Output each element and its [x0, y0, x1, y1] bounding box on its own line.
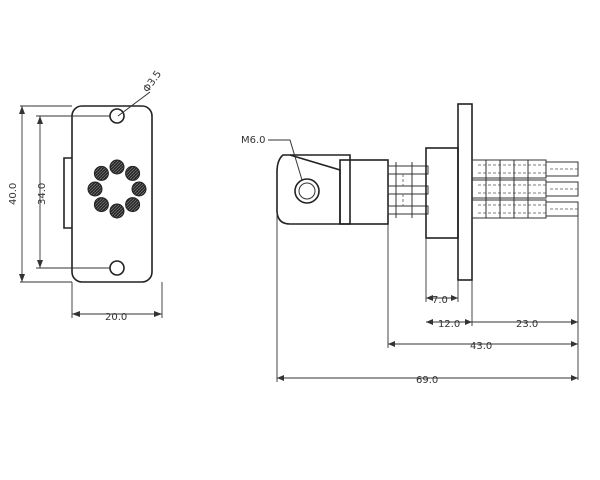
arrow-40-top	[19, 106, 25, 114]
arrow-43-left	[388, 341, 395, 347]
arrow-7-left	[426, 295, 433, 301]
length-43-label: 43.0	[470, 341, 492, 352]
thread-hole-inner	[298, 182, 316, 200]
pin-8	[93, 165, 109, 181]
hole-diameter-label: Φ3.5	[141, 69, 164, 95]
connector-body	[339, 159, 389, 225]
thread-hole-outer	[294, 178, 320, 204]
thread-leader-line	[268, 139, 303, 181]
width-20-label: 20.0	[105, 312, 127, 323]
arrow-23-right	[571, 319, 578, 325]
pin-3	[131, 181, 147, 197]
height-34-label: 34.0	[37, 183, 48, 205]
rear-terminals	[387, 162, 429, 218]
height-40-label: 40.0	[8, 183, 19, 205]
mounting-hole-top	[109, 108, 125, 124]
pin-1	[109, 159, 125, 175]
pin-5	[109, 203, 125, 219]
length-12-label: 12.0	[438, 319, 460, 330]
pin-6	[93, 197, 109, 213]
arrow-7-right	[451, 295, 458, 301]
arrow-20-left	[72, 311, 80, 317]
thread-label: M6.0	[241, 135, 266, 146]
arrow-12-left	[426, 319, 433, 325]
arrow-69-left	[277, 375, 284, 381]
flange-plate	[71, 105, 153, 283]
hole-leader-line	[117, 91, 151, 117]
housing-side-step	[63, 157, 72, 229]
mounting-lug	[276, 154, 351, 225]
mounting-hole-bottom	[109, 260, 125, 276]
arrow-69-right	[571, 375, 578, 381]
arrow-34-top	[37, 116, 43, 124]
flange-collar	[425, 147, 459, 239]
arrow-34-bottom	[37, 260, 43, 268]
arrow-43-right	[571, 341, 578, 347]
pin-2	[125, 165, 141, 181]
length-23-label: 23.0	[516, 319, 538, 330]
length-69-label: 69.0	[416, 375, 438, 386]
side-view: M6.0 7.0 12.0 23.0 43.0 69.0	[241, 103, 579, 386]
arrow-20-right	[154, 311, 162, 317]
pin-4	[125, 197, 141, 213]
length-7-label: 7.0	[432, 295, 448, 306]
pin-7	[87, 181, 103, 197]
flange-side	[457, 103, 473, 281]
pin-circle	[87, 159, 147, 219]
front-pin-sleeves	[471, 159, 579, 219]
arrow-12-right	[465, 319, 472, 325]
front-view: Φ3.5 40.0 34.0 20.0	[8, 69, 164, 323]
arrow-40-bottom	[19, 274, 25, 282]
